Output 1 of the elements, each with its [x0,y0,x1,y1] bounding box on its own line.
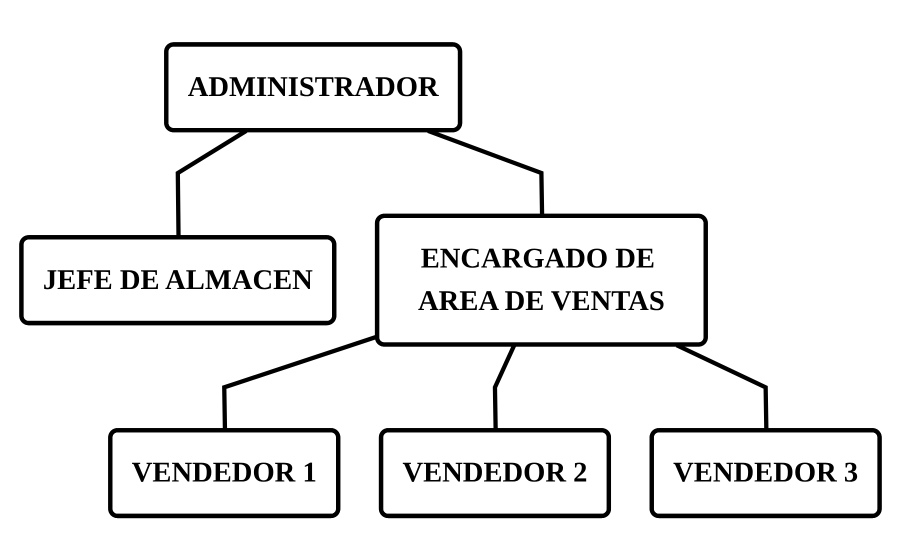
org-chart: ADMINISTRADOR JEFE DE ALMACEN ENCARGADO DE AREA DE VENTAS VENDEDOR 1 VENDEDOR 2 VENDEDOR 3 [10,32,891,528]
